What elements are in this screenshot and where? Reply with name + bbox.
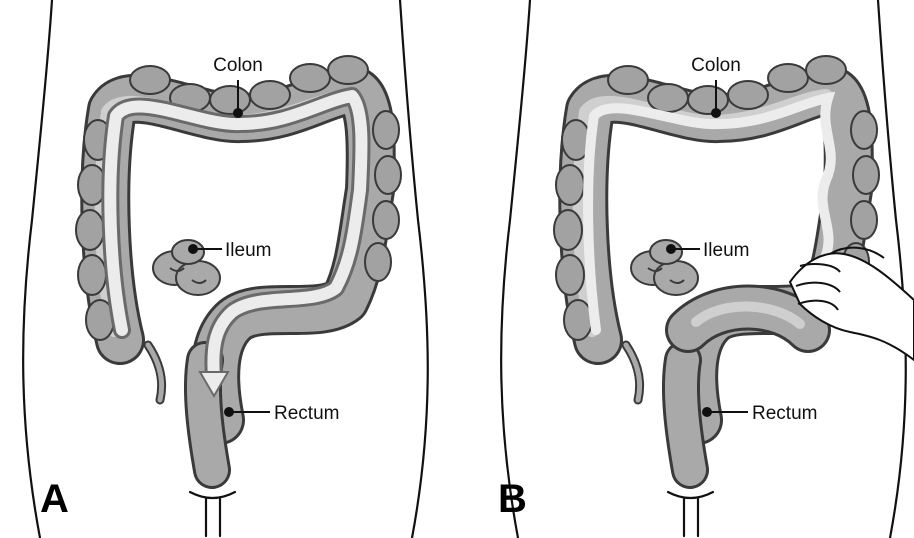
distended-sigmoid [688,306,808,330]
panel-a: Colon Ileum Rectum A [23,0,428,538]
panel-letter-b: B [498,477,527,521]
panel-letter-a: A [40,477,69,521]
colon-label: Colon [691,55,741,76]
appendix-a [148,345,162,400]
rectum-label: Rectum [752,403,817,424]
appendix-b [626,345,640,400]
panel-b: Colon Ileum Rectum B [498,0,914,538]
rectum-label: Rectum [274,403,339,424]
colon-label: Colon [213,55,263,76]
rectum-b [681,360,690,470]
ileum-label: Ileum [225,240,271,261]
ileum-label: Ileum [703,240,749,261]
